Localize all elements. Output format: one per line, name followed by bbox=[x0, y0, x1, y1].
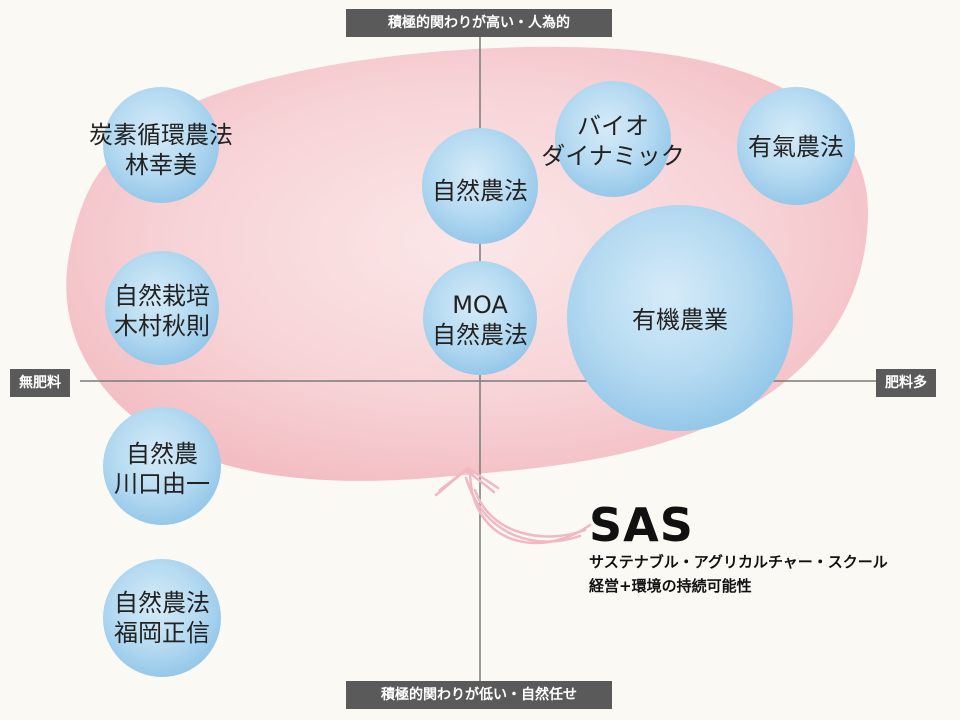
bubble-yuki-ki bbox=[737, 87, 855, 205]
bubble-label-line: 自然農 bbox=[126, 440, 198, 468]
bubble-label-line: 自然農法 bbox=[114, 589, 210, 617]
bubble-label-line: 自然栽培 bbox=[114, 282, 210, 310]
axis-label-left: 無肥料 bbox=[10, 369, 70, 397]
bubble-label-yuki-nogyo: 有機農業 bbox=[632, 305, 728, 335]
bubble-label-shizen-saibai: 自然栽培 木村秋則 bbox=[114, 281, 210, 341]
bubble-biodynamic bbox=[555, 81, 671, 197]
bubble-label-shizen-no: 自然農 川口由一 bbox=[114, 439, 210, 499]
bubble-label-line: バイオ bbox=[577, 112, 649, 140]
bubble-label-shizen-noho: 自然農法 bbox=[432, 176, 528, 206]
bubble-label-moa: MOA 自然農法 bbox=[432, 290, 528, 350]
curved-arrow bbox=[434, 466, 592, 545]
axis-label-top: 積極的関わりが高い・人為的 bbox=[346, 9, 612, 37]
bubble-label-line: 自然農法 bbox=[432, 321, 528, 349]
axis-label-bottom: 積極的関わりが低い・自然任せ bbox=[346, 681, 612, 709]
bubble-shizen-noho-fukuoka bbox=[103, 559, 221, 677]
bubble-label-line: 福岡正信 bbox=[114, 619, 210, 647]
bubble-label-line: 有氣農法 bbox=[748, 133, 844, 161]
bubble-label-line: 有機農業 bbox=[632, 306, 728, 334]
bubble-label-line: 炭素循環農法 bbox=[89, 121, 233, 149]
sas-tagline: 経営+環境の持続可能性 bbox=[589, 577, 752, 595]
bubble-tanso bbox=[103, 87, 219, 203]
bubble-label-line: MOA bbox=[452, 291, 508, 319]
bubble-shizen-noho bbox=[422, 128, 538, 244]
bubble-label-line: ダイナミック bbox=[541, 142, 685, 170]
sas-block: SAS サステナブル・アグリカルチャー・スクール 経営+環境の持続可能性 bbox=[589, 500, 888, 598]
bubble-label-biodynamic: バイオ ダイナミック bbox=[541, 111, 685, 171]
bubble-label-tanso: 炭素循環農法 林幸美 bbox=[89, 120, 233, 180]
bubble-label-line: 林幸美 bbox=[125, 151, 197, 179]
bubble-label-line: 木村秋則 bbox=[114, 312, 210, 340]
bubble-yuki-nogyo bbox=[567, 205, 793, 431]
sas-subtitle: サステナブル・アグリカルチャー・スクール bbox=[589, 553, 888, 571]
bubble-shizen-saibai bbox=[105, 251, 219, 365]
bubble-shizen-no bbox=[103, 407, 221, 525]
bubble-moa bbox=[423, 261, 537, 375]
bubble-label-line: 自然農法 bbox=[432, 177, 528, 205]
bubble-label-shizen-noho-fukuoka: 自然農法 福岡正信 bbox=[114, 588, 210, 648]
axis-label-right: 肥料多 bbox=[876, 369, 936, 397]
bubble-label-yuki-ki: 有氣農法 bbox=[748, 132, 844, 162]
bubble-label-line: 川口由一 bbox=[114, 470, 210, 498]
sas-title: SAS bbox=[589, 498, 694, 552]
